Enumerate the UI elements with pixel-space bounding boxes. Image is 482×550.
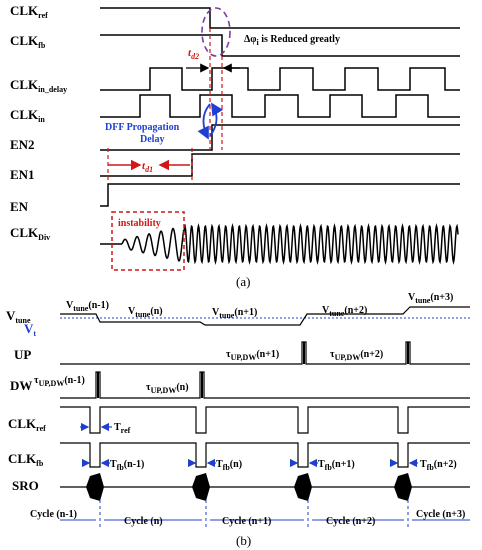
- wave-clk-fb-a: [100, 34, 460, 57]
- sro-burst-2: [192, 473, 210, 501]
- dff-label-1: DFF Propagation: [105, 122, 180, 133]
- vtune-seg-3: Vtune(n+1): [212, 307, 257, 320]
- wave-dw: [60, 371, 470, 399]
- wave-en: [100, 183, 460, 207]
- instability-box: [111, 211, 185, 271]
- label-up: UP: [14, 347, 31, 362]
- tfb-label-3: Tfb(n+1): [318, 459, 355, 472]
- panel-a: CLKref CLKfb CLKin_delay CLKin EN2 EN1 E…: [10, 3, 460, 289]
- caption-b: (b): [236, 533, 251, 548]
- panel-b: Vtune Vt UP DW CLKref CLKfb SRO Vtune(n-…: [6, 292, 470, 548]
- cycle-label-2: Cycle (n): [124, 516, 163, 527]
- sro-burst-1: [86, 473, 104, 501]
- wave-clk-ref-a: [100, 7, 460, 29]
- tfb-label-4: Tfb(n+2): [420, 459, 457, 472]
- wave-en2: [100, 124, 460, 151]
- label-clk-ref-b: CLKref: [8, 416, 46, 433]
- label-clk-ref-a: CLKref: [10, 3, 48, 20]
- wave-clk-div: [121, 223, 459, 265]
- label-sro: SRO: [12, 478, 39, 493]
- label-en: EN: [10, 199, 29, 214]
- label-vtune: Vtune: [6, 308, 31, 325]
- tfb-label-1: Tfb(n-1): [110, 459, 144, 472]
- tau-dw-2: τUP,DW(n): [146, 382, 189, 395]
- label-en2: EN2: [10, 137, 35, 152]
- tau-dw-1: τUP,DW(n-1): [34, 375, 85, 388]
- wave-clk-fb-b: [60, 442, 470, 468]
- vtune-seg-5: Vtune(n+3): [408, 292, 453, 305]
- dff-label-2: Delay: [140, 134, 164, 145]
- tau-up-2: τUP,DW(n+2): [330, 349, 383, 362]
- label-clk-fb-b: CLKfb: [8, 451, 44, 468]
- phase-ellipse: [201, 7, 231, 57]
- label-dw: DW: [10, 378, 32, 393]
- dff-delay-arrow-back: [209, 102, 224, 137]
- cycle-label-5: Cycle (n+3): [416, 509, 465, 520]
- instability-label: instability: [118, 218, 161, 229]
- sro-burst-3: [294, 473, 312, 501]
- wave-clk-in: [100, 94, 460, 118]
- vtune-seg-4: Vtune(n+2): [322, 305, 367, 318]
- td1-label: td1: [142, 160, 153, 174]
- wave-vtune: [60, 306, 470, 326]
- label-clk-div: CLKDiv: [10, 225, 50, 242]
- vtune-seg-1: Vtune(n-1): [66, 300, 109, 313]
- cycle-label-4: Cycle (n+2): [326, 516, 375, 527]
- label-clk-fb-a: CLKfb: [10, 33, 46, 50]
- wave-clk-ref-b: [60, 406, 470, 434]
- wave-clk-in-delay: [100, 67, 460, 91]
- sro-burst-4: [394, 473, 412, 501]
- tref-label: Tref: [114, 422, 131, 435]
- td2-label: td2: [188, 47, 199, 61]
- label-clk-in: CLKin: [10, 107, 45, 124]
- cycle-label-3: Cycle (n+1): [222, 516, 271, 527]
- phase-annotation: Δφi is Reduced greatly: [244, 34, 340, 47]
- label-vt: Vt: [24, 321, 36, 338]
- label-en1: EN1: [10, 167, 35, 182]
- dff-delay-arrow: [197, 103, 211, 140]
- tfb-label-2: Tfb(n): [216, 459, 242, 472]
- caption-a: (a): [236, 274, 250, 289]
- wave-up: [60, 341, 470, 365]
- cycle-label-1: Cycle (n-1): [30, 509, 77, 520]
- tau-up-1: τUP,DW(n+1): [226, 349, 279, 362]
- label-clk-in-delay: CLKin_delay: [10, 77, 67, 94]
- wave-en1: [100, 153, 460, 177]
- vtune-seg-2: Vtune(n): [128, 306, 163, 319]
